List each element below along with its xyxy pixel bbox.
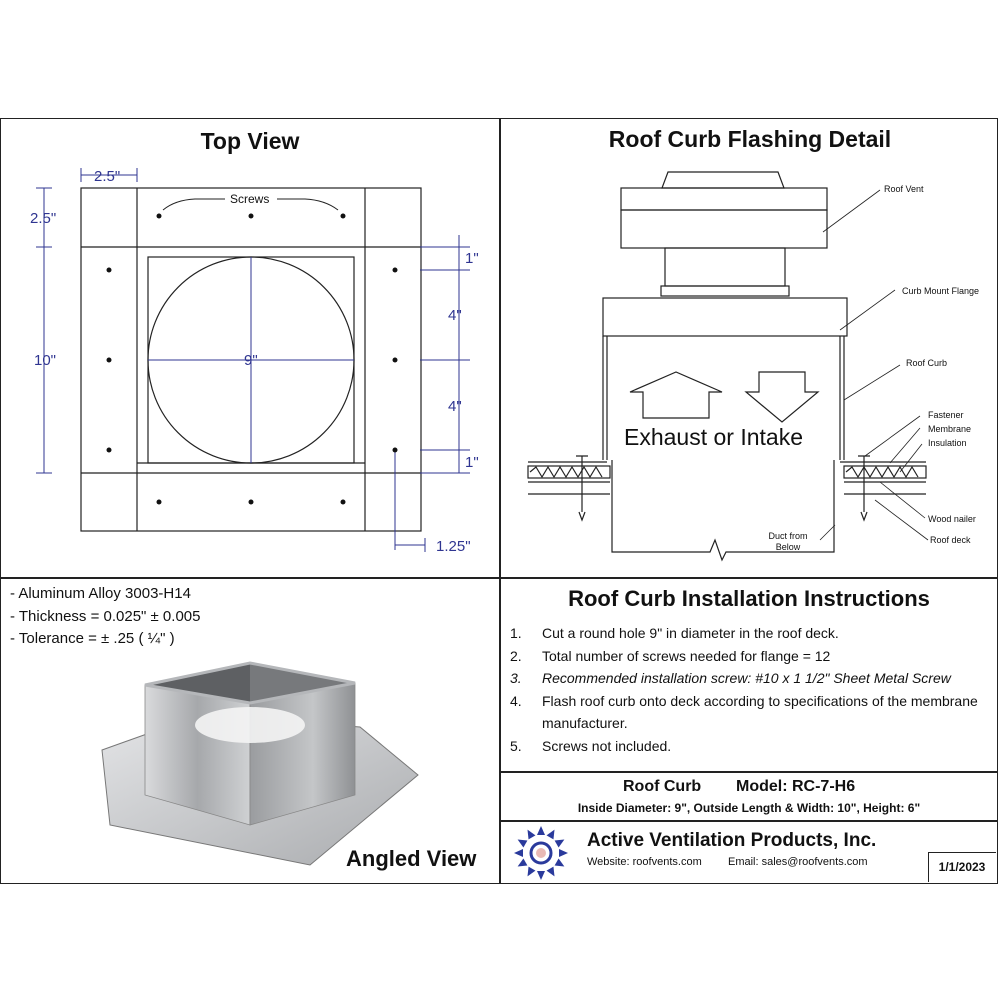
spec-thickness: - Thickness = 0.025" ± 0.005 xyxy=(10,607,201,625)
instructions-list: 1.Cut a round hole 9" in diameter in the… xyxy=(510,622,980,757)
company-logo-icon xyxy=(514,826,568,880)
dim-bottom: 1.25" xyxy=(436,538,471,555)
label-curb-mount-flange: Curb Mount Flange xyxy=(902,286,980,296)
date-box xyxy=(928,852,996,882)
model-product-name: Roof Curb xyxy=(623,778,702,795)
spec-tolerance: - Tolerance = ± .25 ( ¼" ) xyxy=(10,630,175,647)
label-roof-curb: Roof Curb xyxy=(906,358,948,368)
dim-diameter: 9" xyxy=(244,352,258,369)
company-name: Active Ventilation Products, Inc. xyxy=(587,830,877,851)
flashing-drawing xyxy=(527,171,929,562)
top-view-title: Top View xyxy=(200,128,300,154)
dim-height: 10" xyxy=(34,352,57,369)
instruction-item: 2.Total number of screws needed for flan… xyxy=(510,647,831,664)
label-roof-vent: Roof Vent xyxy=(884,184,924,194)
model-number: Model: RC-7-H6 xyxy=(736,778,856,795)
label-below: Below xyxy=(775,542,801,552)
top-view-drawing xyxy=(36,168,470,552)
instruction-item: 3.Recommended installation screw: #10 x … xyxy=(510,670,951,686)
screws-label: Screws xyxy=(230,192,270,206)
model-dimensions: Inside Diameter: 9", Outside Length & Wi… xyxy=(577,801,921,815)
dim-left-height: 2.5" xyxy=(30,210,57,227)
dim-r1: 1" xyxy=(465,250,479,267)
label-duct-from: Duct from xyxy=(768,531,808,541)
specs-list: - Aluminum Alloy 3003-H14 - Thickness = … xyxy=(10,583,200,651)
instruction-item: 1.Cut a round hole 9" in diameter in the… xyxy=(510,625,839,641)
center-divider xyxy=(499,118,501,884)
dim-r2: 4" xyxy=(448,307,462,324)
flashing-title: Roof Curb Flashing Detail xyxy=(608,126,892,152)
label-membrane: Membrane xyxy=(928,424,972,434)
label-fastener: Fastener xyxy=(928,410,964,420)
document-date: 1/1/2023 xyxy=(938,860,986,874)
exhaust-intake-label: Exhaust or Intake xyxy=(624,424,803,450)
label-roof-deck: Roof deck xyxy=(930,535,971,545)
instruction-item: 4.Flash roof curb onto deck according to… xyxy=(510,692,978,732)
middle-divider xyxy=(0,577,998,579)
dim-r3: 4" xyxy=(448,398,462,415)
dim-top-width: 2.5" xyxy=(94,168,121,185)
angled-view-label: Angled View xyxy=(346,846,477,871)
model-divider-bottom xyxy=(499,820,998,822)
spec-alloy: - Aluminum Alloy 3003-H14 xyxy=(10,585,191,602)
model-divider-top xyxy=(499,771,998,773)
company-email: Email: sales@roofvents.com xyxy=(728,856,868,868)
dim-r4: 1" xyxy=(465,454,479,471)
label-wood-nailer: Wood nailer xyxy=(928,514,976,524)
label-insulation: Insulation xyxy=(928,438,967,448)
instructions-title: Roof Curb Installation Instructions xyxy=(568,586,930,611)
instruction-item: 5.Screws not included. xyxy=(510,737,672,754)
company-website: Website: roofvents.com xyxy=(587,856,702,868)
angled-view-image xyxy=(101,661,419,866)
